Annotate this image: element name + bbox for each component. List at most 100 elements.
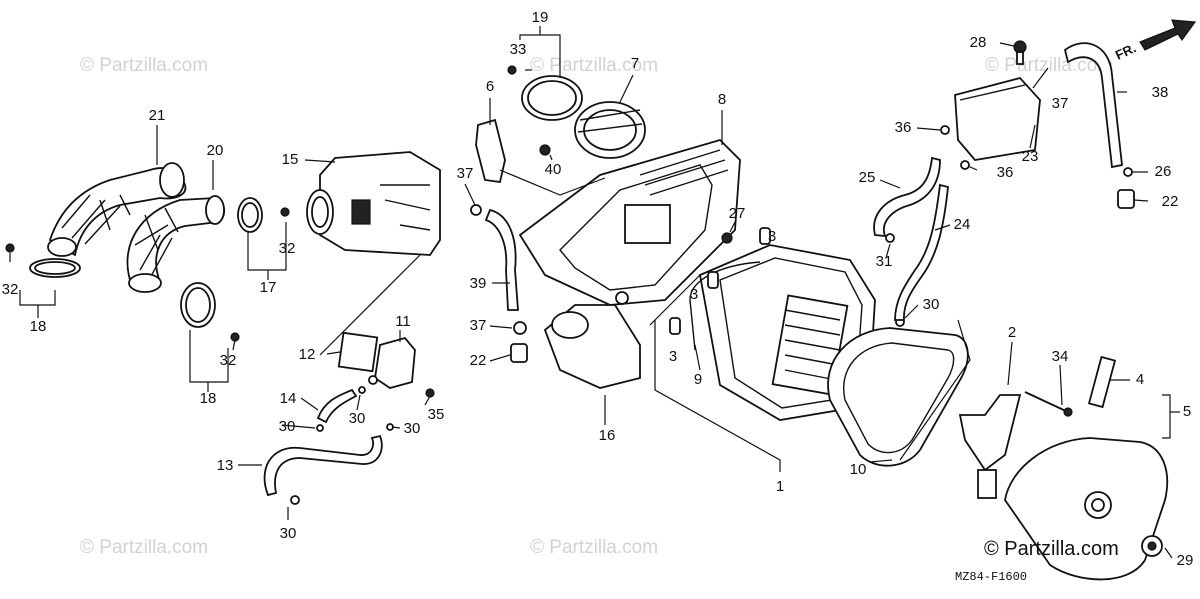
callout-14: 14 <box>280 390 297 407</box>
callout-1: 1 <box>776 478 784 495</box>
callout-29: 29 <box>1177 552 1194 569</box>
watermark: © Partzilla.com <box>80 55 209 76</box>
watermark: © Partzilla.com <box>530 55 659 76</box>
callout-21: 21 <box>149 107 166 124</box>
part-8-air-cleaner-case[interactable] <box>518 138 741 306</box>
callout-12: 12 <box>299 346 316 363</box>
callout-40: 40 <box>545 161 562 178</box>
callout-34: 34 <box>1052 348 1069 365</box>
part-5-cover[interactable] <box>1004 437 1169 581</box>
callout-30: 30 <box>279 418 296 435</box>
part-12-seal[interactable] <box>337 331 379 373</box>
part-17-band-clamp[interactable] <box>237 197 263 233</box>
callout-20: 20 <box>207 142 224 159</box>
part-23-breather-chamber[interactable] <box>954 76 1041 161</box>
callout-37: 37 <box>457 165 474 182</box>
callout-37: 37 <box>1052 95 1069 112</box>
callout-11: 11 <box>395 313 411 330</box>
callout-30: 30 <box>280 525 297 542</box>
part-11-valve[interactable] <box>368 336 416 389</box>
callout-26: 26 <box>1155 163 1172 180</box>
part-38-tube[interactable] <box>1063 42 1123 169</box>
callout-39: 39 <box>470 275 487 292</box>
part-14-tube[interactable] <box>316 388 358 424</box>
part-26-clip[interactable] <box>1123 167 1133 177</box>
watermark: © Partzilla.com <box>80 537 209 558</box>
part-40-bolt[interactable] <box>539 144 551 156</box>
part-32-screw[interactable] <box>5 207 290 342</box>
callout-38: 38 <box>1152 84 1169 101</box>
callout-36: 36 <box>895 119 912 136</box>
diagram-code: MZ84-F1600 <box>955 570 1028 584</box>
callout-32: 32 <box>279 240 296 257</box>
callout-32: 32 <box>2 281 19 298</box>
part-21-intake-tube[interactable] <box>47 162 187 257</box>
part-10-packing[interactable] <box>827 327 969 467</box>
part-13-drain-tube[interactable] <box>263 434 383 497</box>
part-22-cap[interactable] <box>510 343 528 363</box>
part-24-tube[interactable] <box>894 183 949 321</box>
callout-37: 37 <box>470 317 487 334</box>
part-7-duct[interactable] <box>574 101 646 159</box>
callout-18: 18 <box>200 390 217 407</box>
callout-15: 15 <box>282 151 299 168</box>
part-25-tube[interactable] <box>873 156 941 238</box>
callout-2: 2 <box>1008 324 1016 341</box>
callout-8: 8 <box>718 91 726 108</box>
part-33-screw[interactable] <box>507 65 517 75</box>
part-34-bolt[interactable] <box>1024 391 1073 417</box>
callout-28: 28 <box>970 34 987 51</box>
callout-22: 22 <box>1162 193 1179 210</box>
callout-23: 23 <box>1022 148 1039 165</box>
callout-18: 18 <box>30 318 47 335</box>
part-18-band-clamp[interactable] <box>29 258 216 328</box>
callout-31: 31 <box>876 253 893 270</box>
callout-16: 16 <box>599 427 616 444</box>
part-22-cap[interactable] <box>1117 189 1135 209</box>
part-16-tube[interactable] <box>543 304 641 389</box>
watermark: © Partzilla.com <box>530 537 659 558</box>
part-3-grommet[interactable] <box>669 227 771 335</box>
part-36-clip[interactable] <box>940 125 970 170</box>
callout-9: 9 <box>694 371 702 388</box>
callout-27: 27 <box>729 205 746 222</box>
part-19-band[interactable] <box>521 75 583 121</box>
front-label: FR. <box>1113 40 1138 62</box>
part-15-connecting-tube[interactable] <box>306 151 441 256</box>
part-35-screw[interactable] <box>425 388 435 398</box>
brand-watermark: © Partzilla.com <box>984 538 1119 560</box>
callout-30: 30 <box>923 296 940 313</box>
callout-30: 30 <box>349 410 366 427</box>
callout-24: 24 <box>954 216 971 233</box>
callout-17: 17 <box>260 279 277 296</box>
callout-30: 30 <box>404 420 421 437</box>
callout-3: 3 <box>768 228 776 245</box>
leader-lines <box>9 26 1180 559</box>
callout-4: 4 <box>1136 371 1144 388</box>
callout-13: 13 <box>217 457 234 474</box>
callout-10: 10 <box>850 461 867 478</box>
callout-numbers: 1 2 3 3 3 4 5 6 7 8 9 10 11 12 13 14 15 … <box>2 9 1194 569</box>
callout-5: 5 <box>1183 403 1191 420</box>
part-2-bracket[interactable] <box>958 394 1022 499</box>
part-6-bracket[interactable] <box>475 118 506 184</box>
part-29-nut[interactable] <box>1141 535 1163 557</box>
part-4-seal[interactable] <box>1087 355 1117 409</box>
callout-32: 32 <box>220 352 237 369</box>
part-39-tube[interactable] <box>484 208 519 311</box>
part-27-bolt[interactable] <box>721 232 733 244</box>
callout-3: 3 <box>669 348 677 365</box>
front-direction-arrow-icon: FR. <box>1113 19 1197 63</box>
callout-35: 35 <box>428 406 445 423</box>
callout-25: 25 <box>859 169 876 186</box>
part-37-clip[interactable] <box>470 204 527 335</box>
callout-36: 36 <box>997 164 1014 181</box>
callout-7: 7 <box>631 55 639 72</box>
callout-6: 6 <box>486 78 494 95</box>
callout-19: 19 <box>532 9 549 26</box>
part-28-bolt[interactable] <box>1013 40 1027 65</box>
part-20-intake-tube[interactable] <box>126 195 225 293</box>
callout-3: 3 <box>690 286 698 303</box>
part-31-clip[interactable] <box>885 233 895 243</box>
